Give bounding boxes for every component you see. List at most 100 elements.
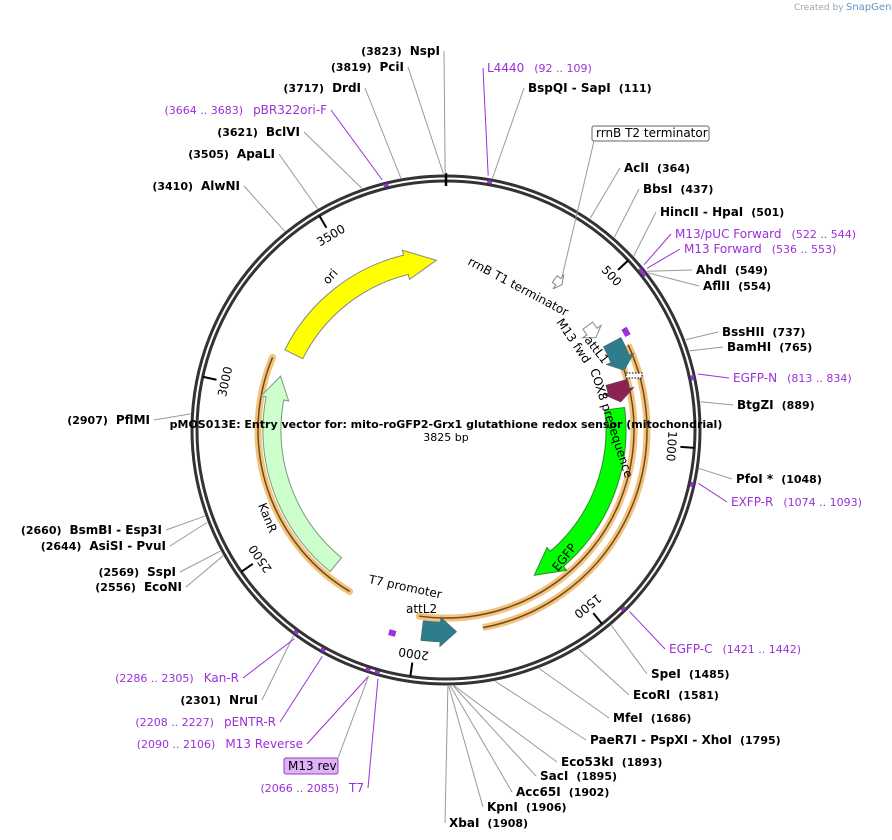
enzyme-label: MfeI(1686) bbox=[613, 711, 691, 725]
enzyme-leader bbox=[685, 331, 719, 341]
tick-mark bbox=[680, 445, 695, 449]
primer-range: (522 .. 544) bbox=[792, 228, 857, 241]
primer-range: (1074 .. 1093) bbox=[783, 496, 862, 509]
primer-name: M13/pUC Forward bbox=[675, 227, 782, 241]
enzyme-name: SacI bbox=[540, 769, 568, 783]
feature-label-ori: ori bbox=[320, 266, 341, 287]
feature-rrnb-t1 bbox=[581, 321, 603, 339]
enzyme-name: NspI bbox=[410, 44, 440, 58]
enzyme-label: EcoRI(1581) bbox=[633, 688, 719, 702]
enzyme-position: (2301) bbox=[180, 694, 221, 707]
enzyme-leader bbox=[185, 555, 224, 588]
enzyme-leader bbox=[243, 185, 286, 232]
feature-attl2 bbox=[420, 616, 458, 648]
tick-mark bbox=[240, 562, 254, 573]
primer-leader bbox=[698, 482, 728, 503]
primer-label: (2286 .. 2305) Kan-R bbox=[115, 671, 239, 685]
enzyme-label: BssHII(737) bbox=[722, 325, 805, 339]
feature-t7-promoter bbox=[388, 629, 397, 637]
enzyme-position: (3410) bbox=[152, 180, 193, 193]
enzyme-position: (765) bbox=[779, 341, 812, 354]
watermark-brand: SnapGene bbox=[846, 2, 892, 13]
enzyme-leader bbox=[179, 550, 221, 573]
tick-mark bbox=[409, 662, 414, 677]
enzyme-name: AlwNI bbox=[201, 179, 240, 193]
enzyme-name: SpeI bbox=[651, 667, 681, 681]
enzyme-label: BamHI(765) bbox=[727, 340, 812, 354]
enzyme-leader bbox=[165, 515, 206, 531]
feature-start-box bbox=[625, 372, 643, 379]
primer-name: Kan-R bbox=[204, 671, 239, 685]
enzyme-position: (889) bbox=[782, 399, 815, 412]
enzyme-position: (111) bbox=[619, 82, 652, 95]
enzyme-label: XbaI (1908) bbox=[449, 816, 528, 830]
enzyme-name: EcoNI bbox=[144, 580, 182, 594]
enzyme-label: (3819)PciI bbox=[331, 60, 404, 74]
enzyme-name: AclI bbox=[624, 161, 649, 175]
primer-label: EGFP-N(813 .. 834) bbox=[733, 371, 852, 385]
feature-kanr bbox=[260, 375, 343, 573]
enzyme-position: (3823) bbox=[361, 45, 402, 58]
primer-leader bbox=[697, 373, 730, 379]
leader-layer bbox=[153, 50, 734, 824]
enzyme-name: PflMI bbox=[116, 413, 150, 427]
feature-m13fwd bbox=[621, 326, 631, 338]
enzyme-label: BtgZI (889) bbox=[737, 398, 815, 412]
enzyme-leader bbox=[613, 188, 640, 238]
enzyme-leader bbox=[448, 685, 484, 808]
primer-mark bbox=[383, 183, 389, 188]
primer-range: (2286 .. 2305) bbox=[115, 672, 194, 685]
enzyme-label: (2907) PflMI bbox=[67, 413, 150, 427]
enzyme-position: (3505) bbox=[188, 148, 229, 161]
enzyme-position: (3819) bbox=[331, 61, 372, 74]
primer-leader bbox=[306, 675, 369, 745]
enzyme-name: XbaI bbox=[449, 816, 479, 830]
enzyme-name: NruI bbox=[229, 693, 258, 707]
enzyme-position: (2907) bbox=[67, 414, 108, 427]
primer-leader bbox=[482, 67, 489, 176]
primer-name: pBR322ori-F bbox=[253, 103, 327, 117]
enzyme-position: (554) bbox=[738, 280, 771, 293]
primer-range: (3664 .. 3683) bbox=[165, 104, 244, 117]
enzyme-label: AflII(554) bbox=[703, 279, 771, 293]
tick-label: 2500 bbox=[246, 542, 275, 575]
enzyme-label: SpeI(1485) bbox=[651, 667, 730, 681]
enzyme-position: (364) bbox=[657, 162, 690, 175]
enzyme-position: (1908) bbox=[487, 817, 528, 830]
feature-ori bbox=[284, 249, 438, 360]
enzyme-name: AhdI bbox=[696, 263, 727, 277]
plasmid-size: 3825 bp bbox=[423, 431, 468, 444]
feature-rrnb-t2 bbox=[551, 274, 565, 290]
enzyme-name: KpnI bbox=[487, 800, 518, 814]
enzyme-leader bbox=[610, 625, 648, 675]
enzyme-position: (1048) bbox=[781, 473, 822, 486]
enzyme-leader bbox=[153, 413, 191, 421]
enzyme-leader bbox=[633, 211, 657, 257]
enzyme-leader bbox=[444, 685, 449, 824]
primer-leader bbox=[337, 675, 370, 759]
primer-mark bbox=[374, 670, 380, 675]
enzyme-label: AclI (364) bbox=[624, 161, 690, 175]
primer-range: (1421 .. 1442) bbox=[722, 643, 801, 656]
primer-name: T7 bbox=[348, 781, 364, 795]
tick-mark bbox=[592, 612, 603, 625]
primer-name: M13 Forward bbox=[684, 242, 762, 256]
enzyme-leader bbox=[303, 131, 363, 189]
enzyme-label: (2556) EcoNI bbox=[95, 580, 182, 594]
enzyme-name: Acc65I bbox=[516, 785, 561, 799]
primer-mark bbox=[641, 271, 647, 277]
enzyme-label: HincII - HpaI(501) bbox=[660, 205, 784, 219]
enzyme-leader bbox=[647, 272, 700, 287]
enzyme-position: (2556) bbox=[95, 581, 136, 594]
primer-mark bbox=[638, 267, 644, 274]
enzyme-leader bbox=[491, 87, 525, 179]
enzyme-name: BtgZI bbox=[737, 398, 774, 412]
primer-mark bbox=[320, 647, 326, 653]
enzyme-label: (3621)BclVI bbox=[217, 125, 300, 139]
enzyme-position: (3717) bbox=[283, 82, 324, 95]
watermark-prefix: Created by bbox=[794, 3, 844, 13]
enzyme-label: PaeR7I - PspXI - XhoI(1795) bbox=[590, 733, 781, 747]
enzyme-name: BsmBI - Esp3I bbox=[70, 523, 162, 537]
primer-leader bbox=[643, 233, 672, 266]
enzyme-name: HincII - HpaI bbox=[660, 205, 743, 219]
